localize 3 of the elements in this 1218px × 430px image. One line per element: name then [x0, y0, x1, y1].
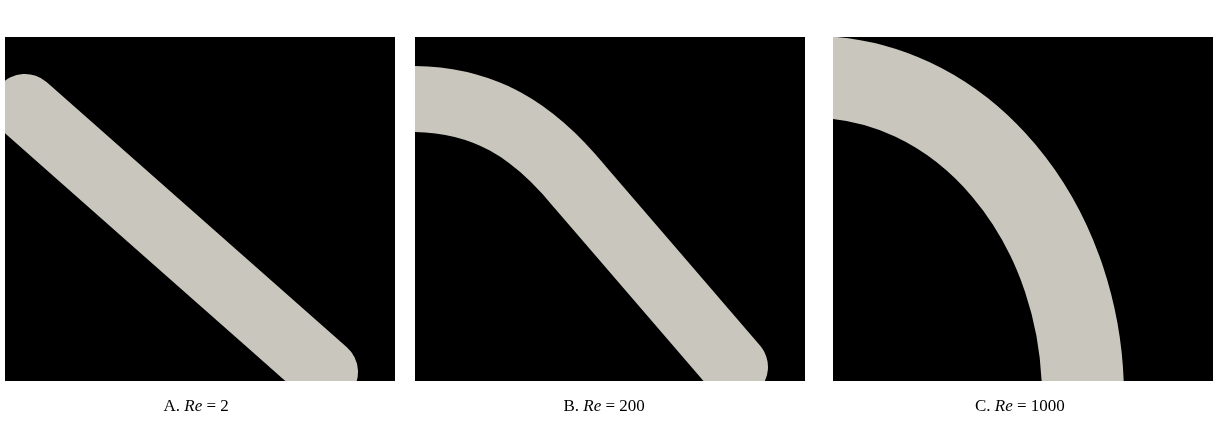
- panel-caption: A. Re = 2: [163, 396, 229, 416]
- panel-caption: C. Re = 1000: [975, 396, 1065, 416]
- panel-caption: B. Re = 200: [563, 396, 645, 416]
